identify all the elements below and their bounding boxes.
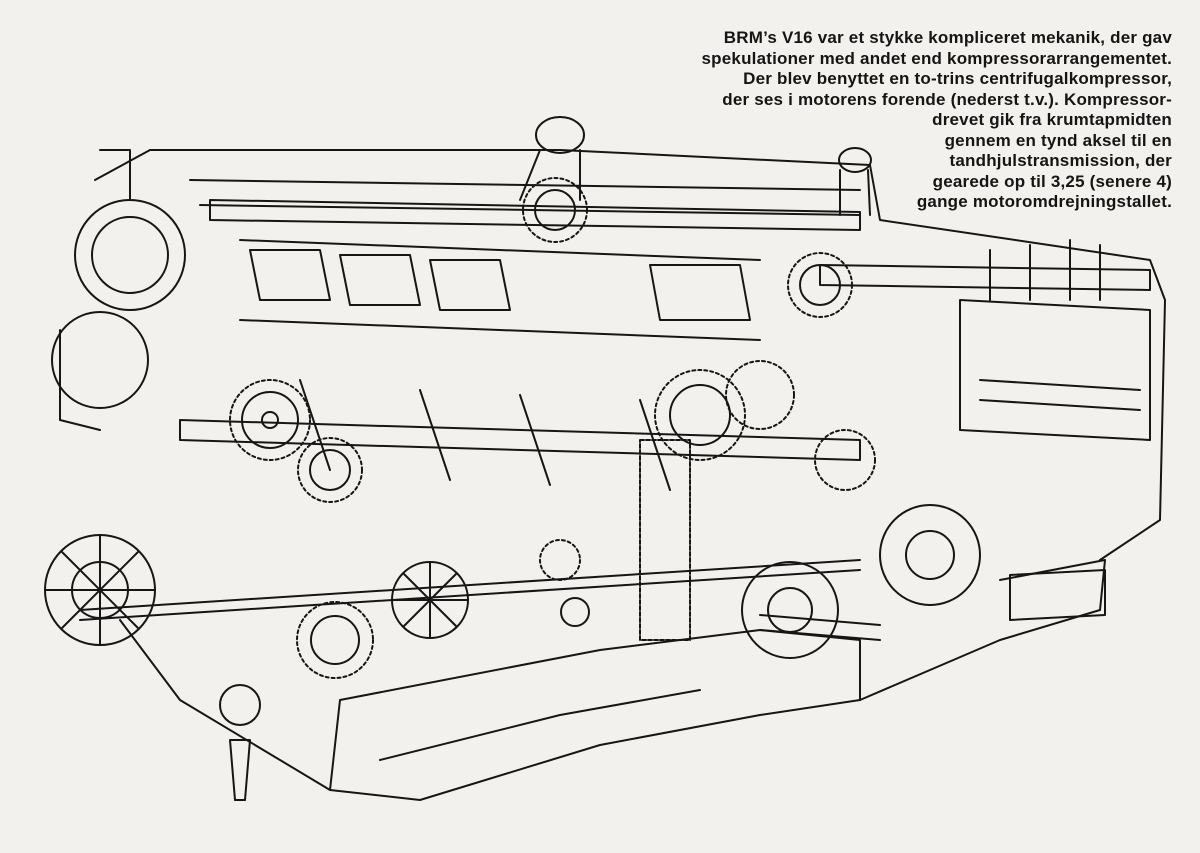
camshaft-right <box>820 265 1150 290</box>
cylinder-chamber-3 <box>430 260 510 310</box>
small-gear <box>540 540 580 580</box>
engine-sump <box>120 560 1105 800</box>
engine-base-plate <box>330 630 860 790</box>
caption-line: spekulationer med andet end kompressorar… <box>701 48 1172 68</box>
mid-gear-4 <box>815 430 875 490</box>
gear-train-column <box>640 440 690 640</box>
caption-text: BRM’s V16 var et stykke kompliceret meka… <box>612 28 1172 213</box>
cylinder-chamber-1 <box>250 250 330 300</box>
inlet-pipe-left <box>536 117 584 153</box>
timing-gear-1 <box>230 380 310 460</box>
caption-line: gearede op til 3,25 (senere 4) <box>932 171 1172 191</box>
compressor-impeller-3 <box>742 562 838 658</box>
inlet-pipe-right <box>839 148 871 172</box>
crankshaft <box>180 420 860 460</box>
caption-line: Der blev benyttet en to-trins centrifuga… <box>743 69 1172 88</box>
compressor-impeller-4 <box>880 505 980 605</box>
caption-line: tandhjulstransmission, der <box>949 151 1172 170</box>
compressor-drive-gear <box>297 602 373 678</box>
caption-line: drevet gik fra krumtapmidten <box>932 110 1172 129</box>
mid-gear-3 <box>788 253 852 317</box>
cam-drive-gear <box>523 178 587 242</box>
engine-block-outline <box>95 150 1165 560</box>
caption-line: gennem en tynd aksel til en <box>944 130 1172 150</box>
caption-line: BRM’s V16 var et stykke kompliceret meka… <box>723 28 1172 47</box>
caption-line: gange motoromdrejningstallet. <box>916 192 1172 211</box>
timing-gear-2 <box>298 438 362 502</box>
front-cover-lower <box>52 312 148 408</box>
mid-gear-1 <box>655 370 745 460</box>
camshaft-top <box>210 200 860 230</box>
carburettor-fitting <box>220 685 260 725</box>
compressor-drive-shaft <box>80 560 860 610</box>
cylinder-chamber-2 <box>340 255 420 305</box>
valve-gear-right <box>960 300 1150 440</box>
caption-line: der ses i motorens forende (nederst t.v.… <box>722 89 1172 109</box>
mid-gear-2 <box>726 361 794 429</box>
cylinder-chamber-4 <box>650 265 750 320</box>
